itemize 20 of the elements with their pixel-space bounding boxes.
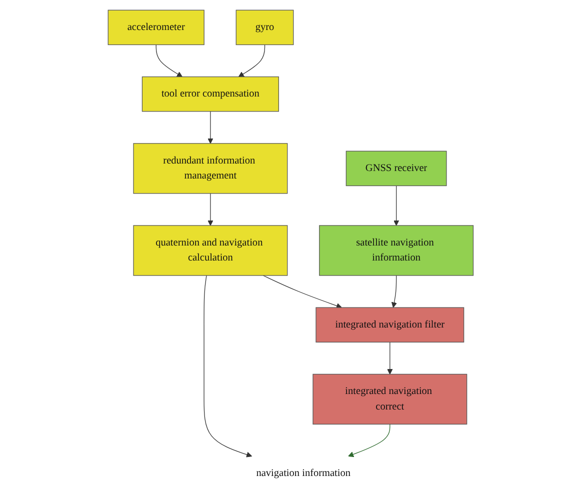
arrow	[262, 275, 342, 308]
arrow	[386, 342, 393, 374]
node-box: tool error compensation	[142, 76, 279, 112]
node-box: gyro	[236, 10, 294, 46]
arrow	[207, 193, 214, 226]
node-box: GNSS receiver	[346, 150, 447, 186]
arrow	[391, 275, 397, 308]
node-box: quaternion and navigation calculation	[133, 225, 288, 276]
node-box: redundant information management	[133, 143, 288, 194]
node-box: accelerometer	[108, 10, 204, 46]
node-box: integrated navigation correct	[312, 374, 467, 425]
arrow	[238, 44, 265, 78]
node-box: satellite navigation information	[318, 225, 474, 276]
arrow	[393, 185, 399, 226]
node-box: integrated navigation filter	[316, 307, 464, 342]
node-text: navigation information	[256, 468, 350, 479]
arrow	[207, 111, 214, 144]
arrow	[348, 424, 390, 458]
arrow	[204, 275, 252, 458]
arrow	[156, 44, 182, 78]
